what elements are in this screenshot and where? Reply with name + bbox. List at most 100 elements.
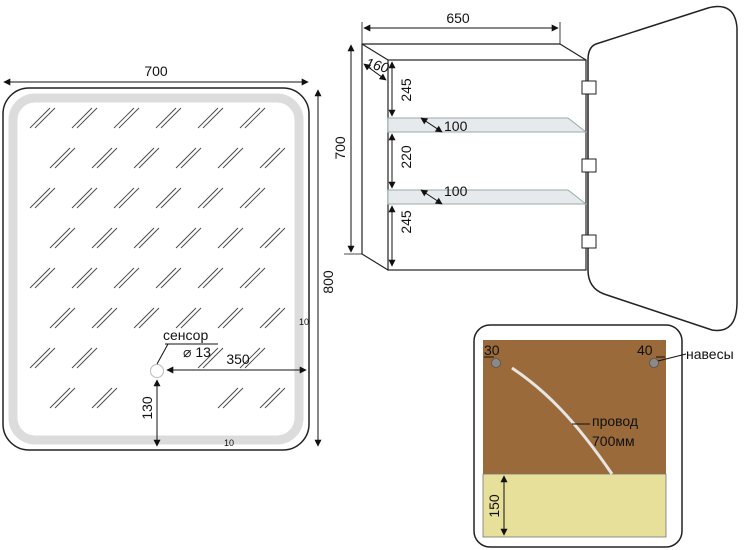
width-dim-label: 700: [144, 63, 168, 79]
hatch-stroke: [76, 347, 98, 369]
cabinet-right-top: [559, 43, 587, 61]
hatch-stroke: [91, 147, 113, 169]
hatch-stroke: [96, 227, 118, 249]
hatch-stroke: [197, 267, 219, 289]
cabinet-depth-dim-line: [363, 63, 387, 81]
wire-icon: [511, 366, 614, 475]
hatch-stroke: [118, 187, 140, 209]
sensor-bottom-dim-label: 130: [139, 396, 155, 420]
hatch-stroke: [54, 147, 76, 169]
hatch-stroke: [222, 387, 244, 409]
sensor-side-dim-label: 350: [226, 351, 250, 367]
hanger-icon-left: [491, 358, 501, 368]
hatch-stroke: [34, 107, 56, 129]
hatch-stroke: [118, 107, 140, 129]
hatch-stroke: [113, 267, 135, 289]
hatch-stroke: [264, 227, 286, 249]
mirror-hatching: [29, 107, 286, 409]
hatch-stroke: [160, 267, 182, 289]
hatch-stroke: [259, 307, 281, 329]
sensor-label: сенсор: [163, 327, 208, 343]
hatch-stroke: [180, 307, 202, 329]
hatch-stroke: [133, 147, 155, 169]
height-dim-label: 800: [320, 270, 336, 294]
hatch-stroke: [29, 267, 51, 289]
hatch-stroke: [197, 187, 219, 209]
front-view: 700 800 10 10 сенсор ⌀ 13 350 130: [2, 63, 336, 451]
hatch-stroke: [155, 187, 177, 209]
hatch-stroke: [76, 267, 98, 289]
hatch-stroke: [175, 147, 197, 169]
hinge-icon-middle: [581, 158, 597, 173]
shelf-bottom-depth-dim-line: [420, 189, 443, 205]
hatch-stroke: [71, 347, 93, 369]
cabinet-door[interactable]: [587, 5, 738, 332]
hatch-stroke: [49, 147, 71, 169]
hatch-stroke: [197, 347, 219, 369]
hatch-stroke: [49, 387, 71, 409]
hatch-stroke: [49, 227, 71, 249]
hatch-stroke: [29, 347, 51, 369]
hatch-stroke: [175, 307, 197, 329]
hatch-stroke: [160, 107, 182, 129]
hatch-stroke: [29, 107, 51, 129]
cabinet-back-panel: [387, 59, 587, 271]
wire-label-line1: провод: [592, 413, 638, 429]
hatch-stroke: [222, 227, 244, 249]
hatch-stroke: [217, 307, 239, 329]
cabinet-bottom-depth: [361, 253, 389, 271]
shelf-bottom-depth-label: 100: [444, 183, 468, 199]
hatch-stroke: [197, 107, 219, 129]
hatch-stroke: [155, 107, 177, 129]
hatch-stroke: [222, 307, 244, 329]
hatch-stroke: [118, 267, 140, 289]
hatch-stroke: [96, 147, 118, 169]
hatch-stroke: [138, 227, 160, 249]
hatch-stroke: [202, 347, 224, 369]
hanger-right-offset-label: 40: [637, 342, 653, 358]
hanger-icon-right: [649, 358, 659, 368]
back-panel: [483, 340, 666, 474]
hatch-stroke: [239, 347, 261, 369]
hatch-stroke: [160, 187, 182, 209]
hatch-stroke: [138, 147, 160, 169]
hatch-stroke: [54, 387, 76, 409]
hangers-label: навесы: [686, 346, 734, 362]
hatch-stroke: [239, 107, 261, 129]
hatch-stroke: [264, 387, 286, 409]
hatch-stroke: [180, 227, 202, 249]
hatch-stroke: [259, 387, 281, 409]
shelf-top-depth-label: 100: [444, 118, 468, 134]
section-top-dim-label: 245: [398, 78, 414, 102]
wire-label-line2: 700мм: [592, 433, 635, 449]
shelf-top-depth-dim-line: [420, 117, 443, 133]
led-bottom-offset-label: 10: [224, 438, 234, 448]
hatch-stroke: [264, 307, 286, 329]
hatch-stroke: [244, 107, 266, 129]
cabinet-height-dim-label: 700: [332, 136, 348, 160]
hatch-stroke: [259, 147, 281, 169]
hatch-stroke: [239, 267, 261, 289]
hatch-stroke: [49, 307, 71, 329]
hinge-icon-top: [581, 80, 597, 95]
hatch-stroke: [34, 187, 56, 209]
hatch-stroke: [54, 227, 76, 249]
hatch-stroke: [138, 307, 160, 329]
hatch-stroke: [202, 107, 224, 129]
back-view: 30 40 навесы провод 700мм 150: [473, 324, 734, 548]
sensor-icon[interactable]: [150, 364, 164, 378]
hatch-stroke: [91, 227, 113, 249]
hatch-stroke: [34, 267, 56, 289]
cabinet-view: 650 700 160 245 220 245 100 100: [332, 5, 738, 332]
hatch-stroke: [91, 307, 113, 329]
hatch-stroke: [71, 187, 93, 209]
hatch-stroke: [76, 107, 98, 129]
hatch-stroke: [180, 147, 202, 169]
section-bottom-dim-label: 245: [398, 210, 414, 234]
hatch-stroke: [76, 187, 98, 209]
bottom-zone: [482, 473, 667, 538]
hatch-stroke: [91, 387, 113, 409]
section-middle-dim-label: 220: [398, 145, 414, 169]
led-side-offset-label: 10: [299, 317, 309, 327]
